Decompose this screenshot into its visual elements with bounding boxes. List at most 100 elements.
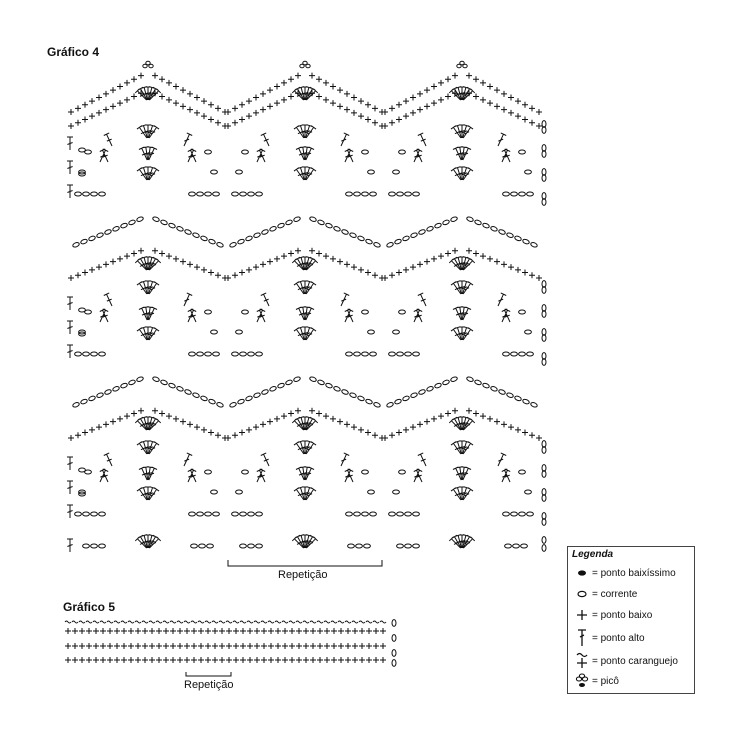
single-crochet: [303, 628, 309, 634]
chain-stitch: [392, 489, 400, 495]
single-crochet: [208, 429, 214, 436]
single-crochet: [180, 258, 186, 265]
single-crochet: [260, 261, 266, 268]
chain-stitch: [506, 232, 514, 238]
single-crochet: [117, 100, 123, 107]
single-crochet: [142, 628, 148, 634]
single-crochet: [282, 657, 288, 663]
double-crochet: [67, 538, 73, 552]
single-crochet: [274, 83, 280, 90]
chain-stitch: [490, 386, 498, 392]
single-crochet: [138, 407, 144, 414]
single-crochet: [212, 643, 218, 649]
slip-stitch-icon: [578, 570, 586, 576]
single-crochet: [366, 657, 372, 663]
double-crochet: [305, 167, 317, 181]
chain-stitch: [152, 376, 160, 382]
chain-stitch: [239, 191, 247, 197]
single-crochet: [232, 432, 238, 439]
double-crochet: [463, 418, 476, 431]
double-crochet: [306, 536, 319, 549]
legend-label: = ponto baixíssimo: [592, 567, 676, 579]
crab-stitch: [302, 620, 310, 624]
chain-stitch: [504, 543, 512, 549]
single-crochet: [100, 643, 106, 649]
chain-stitch: [196, 191, 204, 197]
chain-stitch: [541, 174, 547, 182]
crab-stitch: [351, 620, 359, 624]
chain-stitch: [514, 395, 522, 402]
single-crochet: [184, 643, 190, 649]
single-crochet: [508, 109, 514, 116]
chain-stitch: [394, 398, 402, 405]
single-crochet: [89, 426, 95, 433]
single-crochet: [351, 94, 357, 101]
chain-stitch: [502, 351, 510, 357]
double-crochet: [462, 466, 472, 481]
chain-stitch: [261, 389, 269, 395]
single-crochet: [103, 106, 109, 113]
single-crochet: [240, 643, 246, 649]
single-crochet: [338, 643, 344, 649]
chain-stitch: [541, 464, 547, 472]
single-crochet: [344, 106, 350, 113]
single-crochet: [494, 87, 500, 94]
double-crochet: [344, 468, 354, 483]
double-crochet: [67, 184, 73, 198]
single-crochet: [494, 103, 500, 110]
single-crochet: [403, 266, 409, 273]
crab-stitch: [365, 620, 373, 624]
single-crochet: [131, 410, 137, 417]
single-crochet: [296, 643, 302, 649]
single-crochet: [247, 657, 253, 663]
chain-stitch: [241, 149, 249, 155]
chain-stitch: [78, 491, 86, 497]
chain-stitch: [80, 398, 88, 405]
chain-stitch: [450, 376, 458, 382]
single-crochet: [324, 628, 330, 634]
single-crochet: [166, 253, 172, 260]
chain-stitch: [231, 191, 239, 197]
chain-stitch: [518, 469, 526, 475]
crab-stitch: [162, 620, 170, 624]
chain-stitch: [72, 402, 80, 408]
single-crochet: [82, 101, 88, 108]
single-crochet: [191, 628, 197, 634]
chain-stitch: [176, 386, 184, 392]
single-crochet: [142, 643, 148, 649]
chain-stitch: [285, 219, 293, 226]
legend-item-single-crochet: = ponto baixo: [574, 607, 692, 623]
single-crochet: [309, 247, 315, 254]
single-crochet: [110, 103, 116, 110]
chain-stitch: [261, 229, 269, 235]
single-crochet: [159, 76, 165, 83]
chain-stitch: [466, 216, 474, 222]
chart-5-repeat-bracket: [185, 672, 232, 677]
double-crochet: [256, 148, 266, 163]
single-crochet: [389, 105, 395, 112]
double-crochet: [305, 466, 315, 481]
crab-stitch: [281, 620, 289, 624]
chain-stitch: [541, 304, 547, 312]
single-crochet: [163, 643, 169, 649]
chain-stitch: [541, 440, 547, 448]
single-crochet: [201, 113, 207, 120]
single-crochet: [410, 94, 416, 101]
single-crochet: [417, 261, 423, 268]
chain-stitch: [482, 222, 490, 229]
double-crochet: [67, 320, 73, 334]
single-crochet: [522, 269, 528, 276]
single-crochet: [173, 100, 179, 107]
single-crochet: [382, 123, 388, 129]
single-crochet: [260, 106, 266, 113]
single-crochet: [316, 76, 322, 83]
single-crochet: [239, 429, 245, 436]
single-crochet: [331, 628, 337, 634]
single-crochet: [365, 429, 371, 436]
chain-stitch: [392, 329, 400, 335]
chain-stitch: [398, 309, 406, 315]
single-crochet: [135, 628, 141, 634]
chain-stitch: [82, 511, 90, 517]
chain-stitch: [204, 149, 212, 155]
chain-stitch: [345, 191, 353, 197]
